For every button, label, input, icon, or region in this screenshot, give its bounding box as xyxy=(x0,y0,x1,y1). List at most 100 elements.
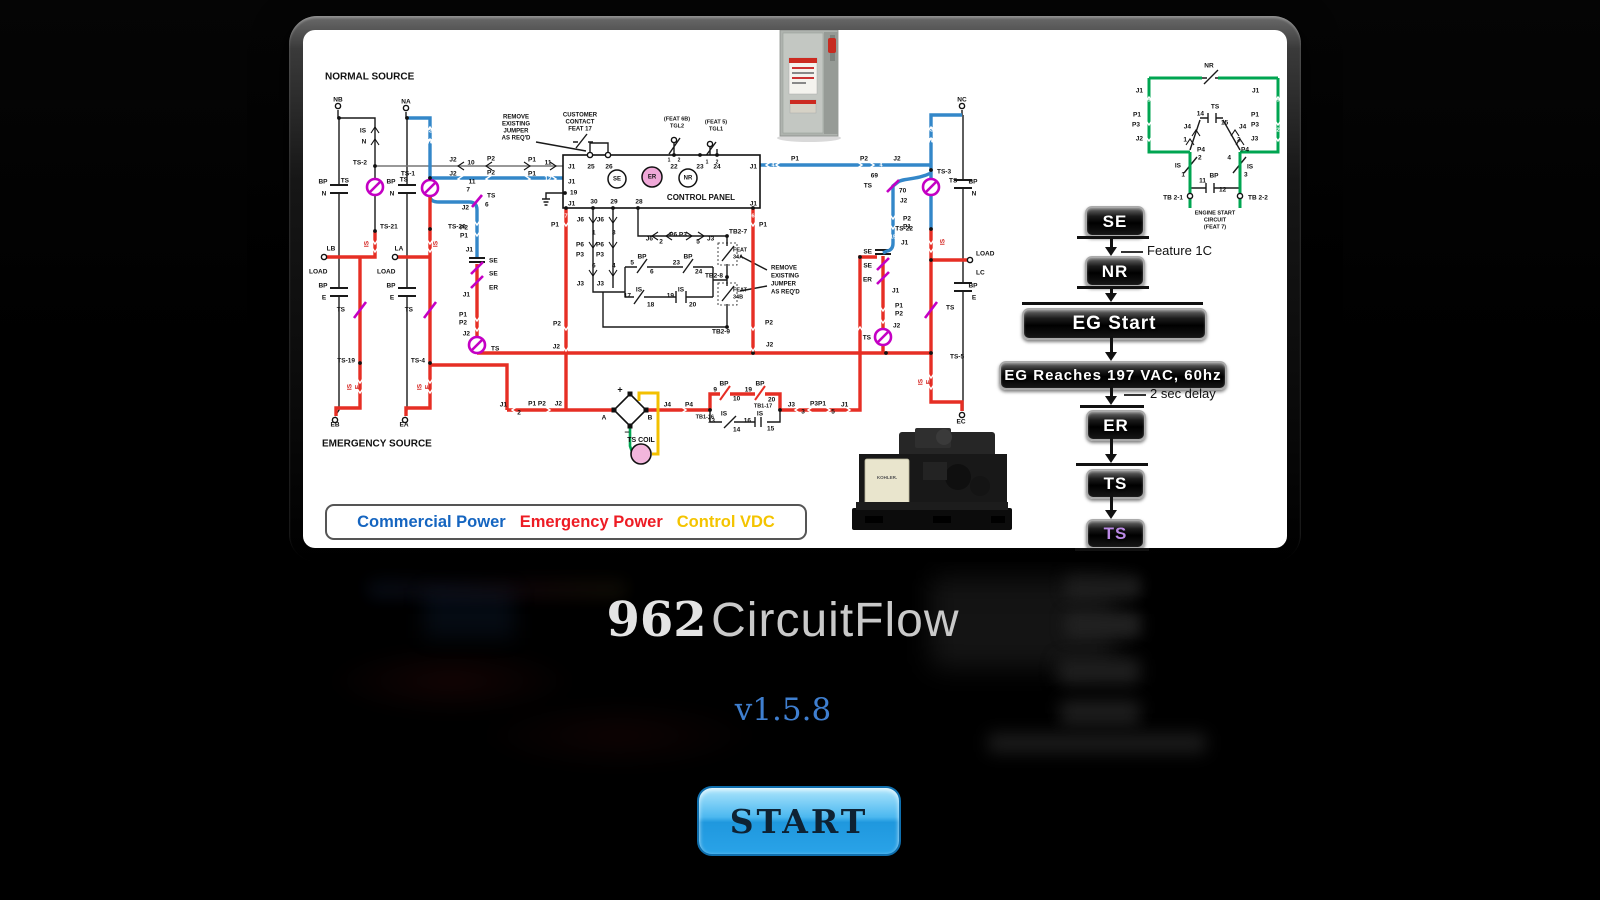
annotation-text: 2 sec delay xyxy=(1150,386,1216,401)
svg-text:LC: LC xyxy=(976,270,985,277)
svg-text:CIRCUIT: CIRCUIT xyxy=(1204,217,1227,223)
flow-annotation: Feature 1C xyxy=(1121,243,1212,258)
svg-text:(FEAT 5): (FEAT 5) xyxy=(705,119,727,125)
flow-arrow-head xyxy=(1105,247,1117,256)
svg-text:P1: P1 xyxy=(895,303,903,310)
svg-text:J2: J2 xyxy=(553,344,561,351)
svg-text:P2: P2 xyxy=(487,156,495,163)
svg-text:N: N xyxy=(362,139,367,146)
svg-text:24: 24 xyxy=(713,164,721,171)
svg-text:34A: 34A xyxy=(733,254,743,260)
svg-text:E: E xyxy=(425,384,432,389)
svg-text:J4: J4 xyxy=(664,402,672,409)
svg-text:NR: NR xyxy=(1204,63,1214,70)
svg-text:JUMPER: JUMPER xyxy=(771,282,797,288)
svg-text:4: 4 xyxy=(612,263,616,270)
svg-text:15: 15 xyxy=(1221,120,1229,127)
svg-text:J1: J1 xyxy=(750,164,758,171)
svg-text:EXISTING: EXISTING xyxy=(771,274,799,280)
svg-text:70: 70 xyxy=(899,188,907,195)
svg-text:3: 3 xyxy=(1244,172,1248,179)
svg-text:ER: ER xyxy=(648,175,657,181)
svg-text:BP: BP xyxy=(637,254,647,261)
svg-text:EC: EC xyxy=(956,419,965,426)
svg-text:69: 69 xyxy=(871,173,879,180)
svg-text:TS-20: TS-20 xyxy=(448,224,466,231)
app-title-name: CircuitFlow xyxy=(711,594,960,647)
svg-text:J1: J1 xyxy=(500,402,508,409)
svg-text:BP: BP xyxy=(755,381,765,388)
svg-text:E: E xyxy=(926,379,933,384)
flow-separator xyxy=(1080,405,1144,408)
svg-text:7: 7 xyxy=(564,213,567,219)
svg-text:P4: P4 xyxy=(1241,147,1249,154)
svg-text:4: 4 xyxy=(1227,155,1231,162)
svg-text:J1: J1 xyxy=(568,164,576,171)
flow-arrow-head xyxy=(1105,454,1117,463)
svg-text:P1: P1 xyxy=(791,156,799,163)
svg-text:J2: J2 xyxy=(1136,136,1144,143)
svg-text:NB: NB xyxy=(333,97,343,104)
svg-text:5: 5 xyxy=(831,409,835,416)
flow-annotation: 2 sec delay xyxy=(1124,386,1216,401)
flow-arrow xyxy=(1110,495,1113,511)
svg-text:BP: BP xyxy=(719,381,729,388)
svg-text:30: 30 xyxy=(590,199,598,206)
svg-text:TGL2: TGL2 xyxy=(670,123,684,129)
svg-text:BP: BP xyxy=(968,179,978,186)
svg-text:P1: P1 xyxy=(1133,112,1141,119)
flow-arrow-head xyxy=(1105,352,1117,361)
svg-text:J2: J2 xyxy=(462,205,470,212)
flow-arrow xyxy=(1110,437,1113,455)
svg-text:FEAT: FEAT xyxy=(733,287,748,293)
svg-text:BP: BP xyxy=(318,179,328,186)
generator-photo xyxy=(852,428,1012,530)
svg-text:SE: SE xyxy=(489,271,498,278)
svg-text:P1: P1 xyxy=(551,222,559,229)
svg-text:20: 20 xyxy=(768,397,776,404)
svg-text:LA: LA xyxy=(395,246,404,253)
svg-text:AS REQ'D: AS REQ'D xyxy=(771,290,800,296)
svg-text:J6: J6 xyxy=(577,217,585,224)
flow-arrow xyxy=(1110,238,1113,248)
svg-text:NC: NC xyxy=(957,97,967,104)
svg-text:IS: IS xyxy=(360,128,367,135)
svg-text:7: 7 xyxy=(466,187,470,194)
svg-text:12: 12 xyxy=(544,176,552,183)
svg-text:P2: P2 xyxy=(459,320,467,327)
svg-text:J4: J4 xyxy=(1239,124,1247,131)
svg-text:BP: BP xyxy=(318,283,328,290)
flow-separator xyxy=(1077,236,1149,239)
svg-text:TS-5: TS-5 xyxy=(950,354,964,361)
flow-step-eg-start: EG Start xyxy=(1022,308,1207,340)
svg-text:J2: J2 xyxy=(893,323,901,330)
svg-text:P2: P2 xyxy=(460,225,468,232)
svg-text:ENGINE START: ENGINE START xyxy=(1195,210,1236,216)
svg-text:P1: P1 xyxy=(528,157,536,164)
svg-text:REMOVE: REMOVE xyxy=(771,266,797,272)
svg-text:J3: J3 xyxy=(577,281,585,288)
svg-text:P4: P4 xyxy=(685,402,693,409)
svg-text:P1: P1 xyxy=(1251,112,1259,119)
annotation-dash xyxy=(1124,393,1146,396)
svg-text:FEAT 17: FEAT 17 xyxy=(568,127,592,133)
svg-text:J3: J3 xyxy=(788,402,796,409)
svg-text:A: A xyxy=(602,415,607,422)
svg-text:TS-4: TS-4 xyxy=(411,358,425,365)
control-vdc-wire xyxy=(637,391,660,456)
svg-text:J1: J1 xyxy=(463,292,471,299)
svg-text:P2: P2 xyxy=(860,156,868,163)
svg-text:P1 P2: P1 P2 xyxy=(528,401,546,408)
flow-arrow xyxy=(1110,336,1113,353)
start-button[interactable]: START xyxy=(697,786,901,856)
flow-step-er: ER xyxy=(1086,410,1146,441)
svg-text:TS: TS xyxy=(863,335,872,342)
svg-text:P1: P1 xyxy=(528,171,536,178)
svg-text:29: 29 xyxy=(610,199,618,206)
svg-text:BP: BP xyxy=(386,283,396,290)
svg-text:P1: P1 xyxy=(459,312,467,319)
capacitor-symbols xyxy=(330,179,972,297)
svg-text:P3: P3 xyxy=(1251,122,1259,129)
junction-dots xyxy=(337,116,933,412)
